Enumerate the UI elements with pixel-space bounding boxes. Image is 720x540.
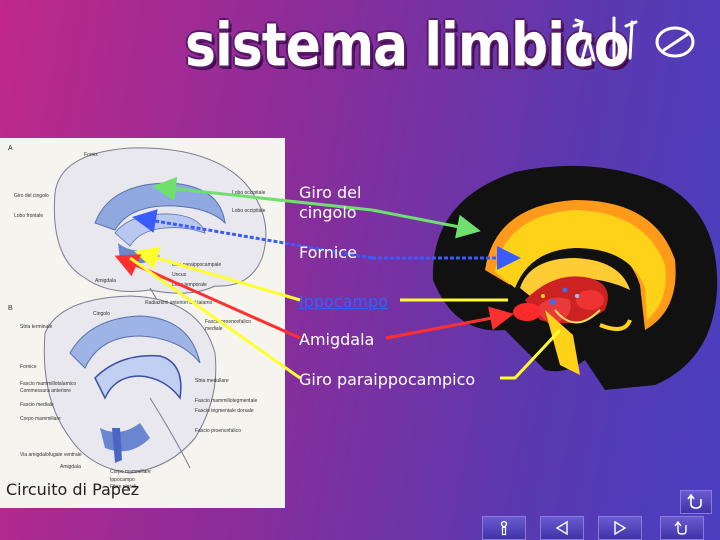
svg-text:Ippocampo: Ippocampo <box>110 477 135 483</box>
next-button[interactable] <box>598 516 642 540</box>
return-button[interactable] <box>680 490 712 514</box>
svg-text:Lobo occipitale: Lobo occipitale <box>232 208 266 214</box>
label-giro-cingolo: Giro del cingolo <box>299 183 362 222</box>
info-button[interactable] <box>482 516 526 540</box>
papez-circuit-diagram: A Fornix Giro del cingolo Lobo frontale … <box>0 138 285 508</box>
svg-text:Cingolo: Cingolo <box>93 311 110 317</box>
svg-text:Commessura anteriore: Commessura anteriore <box>20 388 71 394</box>
label-fornice: Fornice <box>299 243 357 262</box>
label-amigdala: Amigdala <box>299 330 375 349</box>
label-ippocampo[interactable]: Ippocampo <box>299 292 388 311</box>
slide-title: sistema limbico <box>185 11 630 81</box>
caption-circuito-papez: Circuito di Papez <box>6 480 140 499</box>
svg-text:Lobo occipitale: Lobo occipitale <box>232 190 266 196</box>
svg-text:Stria medullare: Stria medullare <box>195 378 229 384</box>
return-icon <box>687 494 702 509</box>
next-icon <box>614 520 627 536</box>
svg-text:Fascio mammillotalamico: Fascio mammillotalamico <box>20 381 76 387</box>
navigation-bar <box>470 516 720 540</box>
svg-text:Uncus: Uncus <box>172 272 187 278</box>
svg-text:mediale: mediale <box>205 326 223 332</box>
svg-text:Amigdala: Amigdala <box>95 278 116 284</box>
svg-text:Fascio mediale: Fascio mediale <box>20 402 54 408</box>
svg-text:Radiazioni anteriori del talam: Radiazioni anteriori del talamo <box>145 300 212 306</box>
svg-text:Fornice: Fornice <box>20 364 37 370</box>
svg-text:Lobo frontale: Lobo frontale <box>14 213 43 219</box>
brain-sagittal-image <box>432 165 718 390</box>
svg-text:Corpo mammillare: Corpo mammillare <box>110 469 151 475</box>
hieroglyph-icon <box>572 16 695 62</box>
previous-icon <box>555 520 568 536</box>
svg-text:Fibre nigrali: Fibre nigrali <box>110 484 136 490</box>
svg-text:B: B <box>8 305 13 312</box>
svg-text:Fascio tegmentale dorsale: Fascio tegmentale dorsale <box>195 408 254 414</box>
svg-text:Lobo temporale: Lobo temporale <box>172 282 207 288</box>
svg-text:Stria terminale: Stria terminale <box>20 324 52 330</box>
svg-text:Giro paraippocampale: Giro paraippocampale <box>172 262 221 268</box>
label-giro-paraippocampico: Giro paraippocampico <box>299 370 476 389</box>
info-icon <box>500 520 508 536</box>
previous-button[interactable] <box>540 516 584 540</box>
brain-section-b: B Cingolo Radiazioni anteriori del talam… <box>8 295 257 490</box>
svg-text:Corpo mammillare: Corpo mammillare <box>20 416 61 422</box>
svg-text:Via amigdalofugale ventrale: Via amigdalofugale ventrale <box>20 452 82 458</box>
svg-text:Amigdala: Amigdala <box>60 464 81 470</box>
svg-text:Giro del cingolo: Giro del cingolo <box>14 193 49 199</box>
svg-text:A: A <box>8 145 13 152</box>
svg-text:Fascio proencefalico: Fascio proencefalico <box>195 428 241 434</box>
svg-text:Fascio proencefalico: Fascio proencefalico <box>205 319 251 325</box>
last-icon <box>674 520 687 535</box>
svg-text:Fornix: Fornix <box>84 152 98 158</box>
svg-text:Fascio mammillotegmentale: Fascio mammillotegmentale <box>195 398 257 404</box>
last-button[interactable] <box>660 516 704 540</box>
